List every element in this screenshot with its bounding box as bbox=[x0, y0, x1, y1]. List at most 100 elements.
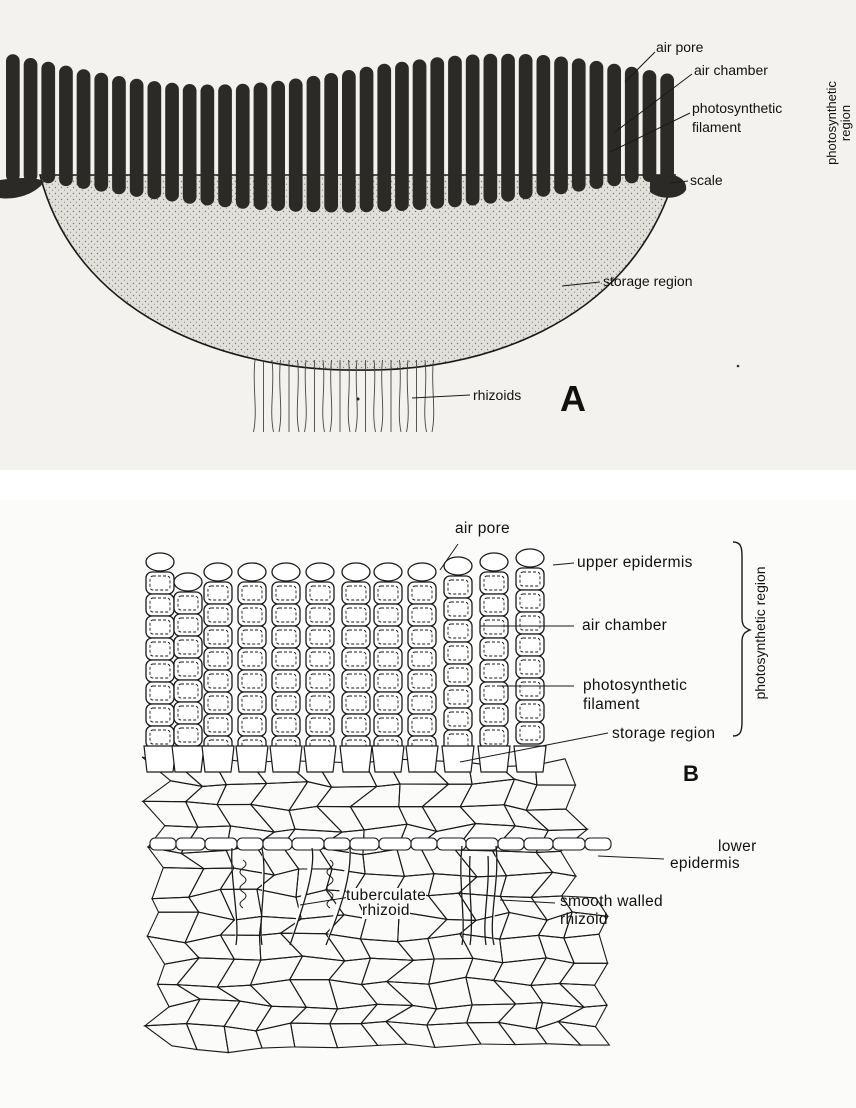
storage-cell bbox=[558, 1022, 609, 1046]
filament-a bbox=[466, 55, 480, 206]
lower-epidermis-cell bbox=[176, 838, 205, 850]
storage-cell bbox=[467, 1004, 516, 1023]
lower-epidermis-cell bbox=[150, 838, 176, 850]
filament-a bbox=[413, 59, 427, 210]
storage-cell bbox=[536, 1022, 581, 1046]
label-smooth-walled-rhizoid-line2: rhizoid bbox=[560, 912, 608, 928]
side-label-a-line1: photosynthetic bbox=[825, 73, 839, 173]
storage-cell bbox=[526, 809, 587, 830]
storage-cell bbox=[326, 934, 371, 961]
storage-cell bbox=[181, 850, 234, 868]
filament-base-cell bbox=[144, 746, 176, 772]
filament-base-cell bbox=[270, 746, 302, 772]
photosynthetic-region-brace bbox=[733, 542, 750, 736]
storage-cell bbox=[317, 787, 377, 807]
storage-cell bbox=[143, 801, 198, 827]
storage-cell bbox=[429, 977, 473, 1009]
filament-a bbox=[307, 76, 321, 212]
storage-cell bbox=[143, 781, 203, 802]
label-smooth-walled-rhizoid-line1: smooth walled bbox=[560, 894, 663, 910]
label-storage-region-a: storage region bbox=[603, 274, 693, 289]
upper-epidermis-cell bbox=[238, 563, 266, 581]
filament-a bbox=[501, 54, 515, 202]
storage-cell bbox=[560, 984, 607, 1008]
storage-cell bbox=[220, 868, 274, 889]
label-photosynthetic-filament-a-line1: photosynthetic bbox=[692, 101, 782, 116]
rhizoid-a bbox=[399, 360, 401, 432]
filament-base-cell bbox=[304, 746, 336, 772]
filament-a bbox=[77, 69, 91, 189]
lower-epidermis-cell bbox=[524, 838, 553, 850]
label-storage-region-b: storage region bbox=[612, 726, 715, 742]
filament-a bbox=[254, 83, 268, 211]
upper-epidermis-cell bbox=[374, 563, 402, 581]
upper-epidermis-cell bbox=[516, 549, 544, 567]
storage-cell bbox=[428, 893, 476, 920]
storage-cell bbox=[467, 1022, 516, 1044]
filament-base-cell bbox=[514, 746, 546, 772]
storage-cell bbox=[536, 1003, 584, 1029]
thallus-section-b bbox=[0, 500, 856, 1108]
panel-letter-a: A bbox=[560, 378, 586, 420]
label-rhizoids-a: rhizoids bbox=[473, 388, 521, 403]
filament-a bbox=[342, 70, 356, 213]
rhizoid-a bbox=[323, 360, 325, 432]
storage-cell bbox=[560, 963, 608, 985]
storage-cell bbox=[350, 784, 400, 807]
upper-epidermis-cell bbox=[444, 557, 472, 575]
lower-epidermis-cell bbox=[466, 838, 498, 850]
photosynthetic-filaments-b bbox=[144, 549, 546, 772]
storage-cell bbox=[217, 985, 271, 1006]
storage-cell bbox=[362, 982, 413, 1006]
filament-a bbox=[41, 62, 55, 184]
filament-a bbox=[484, 54, 498, 204]
lower-epidermis-cell bbox=[411, 838, 437, 850]
storage-cell bbox=[186, 999, 240, 1026]
upper-epidermis-cell bbox=[272, 563, 300, 581]
storage-cell bbox=[399, 807, 437, 832]
storage-cell bbox=[189, 868, 234, 897]
filament-a bbox=[271, 81, 285, 211]
storage-cell bbox=[317, 806, 364, 832]
storage-cell bbox=[460, 779, 514, 807]
storage-cell bbox=[499, 1003, 543, 1029]
storage-cell bbox=[459, 893, 510, 920]
filament-a bbox=[360, 67, 374, 213]
lower-epidermis-cell bbox=[237, 838, 263, 850]
label-air-pore-b: air pore bbox=[455, 521, 510, 537]
side-label-photosynthetic-region-b: photosynthetic region bbox=[753, 558, 769, 708]
storage-cell bbox=[361, 1022, 407, 1046]
label-air-chamber-a: air chamber bbox=[694, 63, 768, 78]
tuberculate-rhizoid-1 bbox=[232, 848, 264, 945]
lower-epidermis-cell bbox=[292, 838, 324, 850]
storage-cell bbox=[422, 807, 476, 832]
filament-a bbox=[112, 76, 126, 194]
rhizoid-a bbox=[297, 360, 299, 432]
storage-cell bbox=[220, 916, 261, 935]
upper-epidermis-cell bbox=[204, 563, 232, 581]
storage-cell bbox=[427, 1023, 481, 1048]
storage-cell bbox=[558, 1005, 607, 1026]
label-scale-a: scale bbox=[690, 173, 723, 188]
rhizoid-a bbox=[254, 360, 256, 432]
storage-cell bbox=[399, 784, 449, 807]
filament-a bbox=[236, 84, 250, 209]
filament-base-cell bbox=[172, 746, 204, 772]
label-upper-epidermis-b: upper epidermis bbox=[577, 555, 693, 571]
rhizoid-a bbox=[407, 360, 409, 432]
upper-epidermis-cell bbox=[342, 563, 370, 581]
filament-a bbox=[218, 84, 232, 207]
filament-a bbox=[324, 73, 338, 213]
filament-a bbox=[94, 73, 108, 192]
label-air-pore-a: air pore bbox=[656, 40, 703, 55]
storage-cell bbox=[152, 897, 199, 912]
upper-epidermis-cell bbox=[306, 563, 334, 581]
storage-cell bbox=[186, 1024, 228, 1053]
storage-cell bbox=[256, 1006, 306, 1031]
storage-cell bbox=[427, 1005, 472, 1025]
filament-base-cell bbox=[236, 746, 268, 772]
storage-cell bbox=[220, 889, 261, 920]
upper-epidermis-cell bbox=[174, 573, 202, 591]
filament-a bbox=[572, 58, 586, 191]
smooth-walled-rhizoid-inner bbox=[470, 856, 489, 945]
